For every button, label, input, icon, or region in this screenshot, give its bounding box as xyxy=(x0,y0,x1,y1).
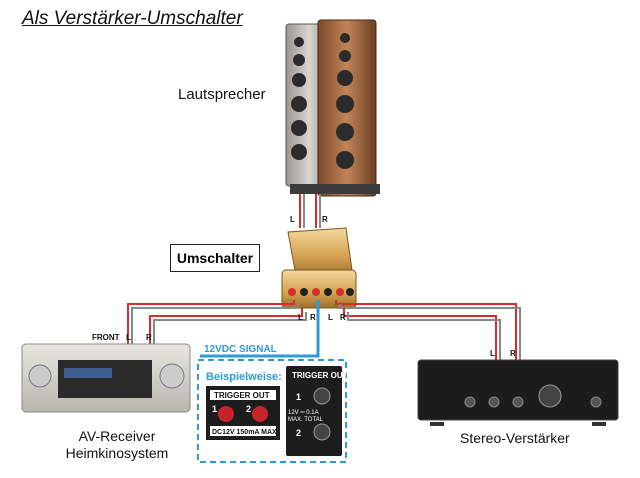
speaker-R-label: R xyxy=(322,215,328,224)
avr-label-line2: Heimkinosystem xyxy=(65,445,169,461)
avr-wires xyxy=(127,300,307,344)
trigger-b-port-2-jack xyxy=(313,423,331,441)
front-label: FRONT xyxy=(92,333,120,342)
stereo-L-label: L xyxy=(490,349,495,358)
stereo-volume-knob xyxy=(538,384,562,408)
speaker-wires xyxy=(299,194,321,228)
avr-volume-knob-left xyxy=(28,364,52,388)
avr-label-line1: AV-Receiver xyxy=(78,428,156,444)
avr-volume-knob-right xyxy=(159,363,185,389)
stereo-knob-1 xyxy=(464,396,476,408)
trigger-b-port-1-jack xyxy=(313,387,331,405)
trigger-example-box xyxy=(197,359,347,463)
signal-wire xyxy=(200,300,320,358)
trigger-port-2-jack xyxy=(252,406,268,422)
trigger-b-spec-2: MAX. TOTAL xyxy=(288,417,324,423)
avr-L-label: L xyxy=(126,333,131,342)
trigger-port-1-jack xyxy=(218,406,234,422)
trigger-panel-b: TRIGGER OUT 1 2 12V ═ 0.1A MAX. TOTAL xyxy=(286,366,348,456)
trigger-panel-a: TRIGGER OUT 1 2 DC12V 150mA MAX. xyxy=(206,386,280,440)
switch-out-L-label: L xyxy=(298,313,303,322)
trigger-out-label: TRIGGER OUT xyxy=(214,391,270,400)
avr-display xyxy=(58,360,152,398)
speaker-base xyxy=(290,184,380,194)
page-title: Als Verstärker-Umschalter xyxy=(22,8,243,29)
trigger-b-port-2-label: 2 xyxy=(296,428,301,438)
trigger-spec: DC12V 150mA MAX. xyxy=(212,429,279,436)
stereo-amplifier xyxy=(417,359,619,426)
signal-label: 12VDC SIGNAL xyxy=(204,344,277,355)
stereo-knob-2 xyxy=(488,396,500,408)
switch-label: Umschalter xyxy=(170,244,260,272)
avr-R-label: R xyxy=(146,333,152,342)
stereo-R-label: R xyxy=(510,349,516,358)
speaker-label: Lautsprecher xyxy=(178,86,266,103)
stereo-knob-4 xyxy=(590,396,602,408)
speakers xyxy=(285,19,380,197)
left-speaker-drivers xyxy=(291,37,307,160)
speaker-L-label: L xyxy=(290,215,295,224)
av-receiver xyxy=(21,343,191,413)
trigger-port-1-label: 1 xyxy=(212,404,217,414)
example-label: Beispielweise: xyxy=(206,371,282,383)
switch-in-R-label: R xyxy=(340,313,346,322)
right-speaker-drivers xyxy=(336,33,354,169)
trigger-out-label-b: TRIGGER OUT xyxy=(292,371,348,380)
trigger-b-spec-1: 12V ═ 0.1A xyxy=(288,410,319,416)
stereo-label: Stereo-Verstärker xyxy=(460,430,570,446)
switch-out-R-label: R xyxy=(310,313,316,322)
trigger-b-port-1-label: 1 xyxy=(296,392,301,402)
switch-box xyxy=(281,227,357,309)
stereo-wires xyxy=(335,300,521,360)
stereo-knob-3 xyxy=(512,396,524,408)
trigger-port-2-label: 2 xyxy=(246,404,251,414)
avr-label: AV-Receiver Heimkinosystem xyxy=(52,428,182,462)
switch-in-L-label: L xyxy=(328,313,333,322)
switch-terminals xyxy=(288,288,354,296)
